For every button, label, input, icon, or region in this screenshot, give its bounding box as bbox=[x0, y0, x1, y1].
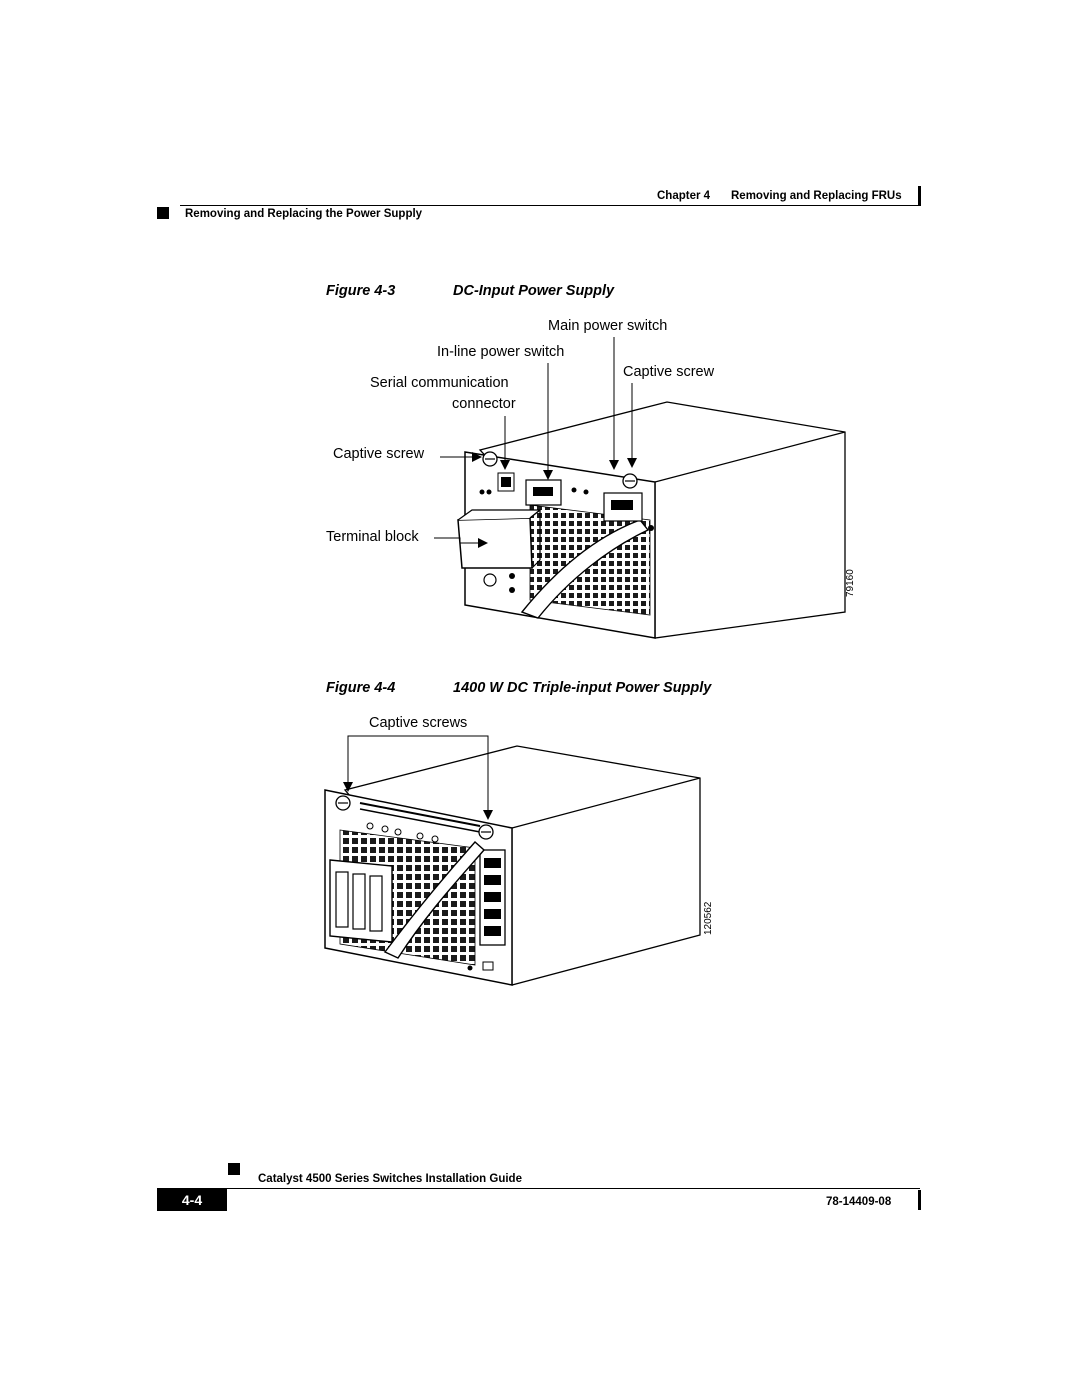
header-rule bbox=[180, 205, 920, 206]
callout-captive-screw-right: Captive screw bbox=[623, 364, 715, 380]
header-chapter-label: Chapter 4 bbox=[657, 190, 711, 202]
footer-rule bbox=[157, 1188, 920, 1189]
header-section-title: Removing and Replacing the Power Supply bbox=[185, 208, 423, 220]
header-right-bar bbox=[918, 186, 921, 206]
footer-top-marker bbox=[228, 1163, 240, 1175]
callout-main-power-switch: Main power switch bbox=[548, 318, 668, 334]
callout-serial-line1: Serial communication bbox=[370, 375, 509, 391]
callout-captive-screw-left: Captive screw bbox=[333, 446, 425, 462]
figure3-title: DC-Input Power Supply bbox=[453, 283, 615, 299]
footer-doc-number: 78-14409-08 bbox=[826, 1196, 892, 1208]
callout-serial-line2: connector bbox=[452, 396, 516, 412]
footer-page-number: 4-4 bbox=[157, 1189, 227, 1211]
figure4-id: 120562 bbox=[703, 901, 714, 935]
header-section-marker bbox=[157, 207, 169, 219]
footer-guide-title: Catalyst 4500 Series Switches Installati… bbox=[258, 1173, 522, 1185]
figure3-label: Figure 4-3 bbox=[326, 283, 396, 299]
callout-captive-screws: Captive screws bbox=[369, 715, 468, 731]
figure4-label: Figure 4-4 bbox=[326, 680, 396, 696]
callout-terminal-block: Terminal block bbox=[326, 529, 419, 545]
figure4-title: 1400 W DC Triple-input Power Supply bbox=[453, 680, 712, 696]
figure4-illustration bbox=[324, 735, 701, 986]
figure3-illustration bbox=[434, 337, 846, 639]
header-chapter-title: Removing and Replacing FRUs bbox=[731, 190, 902, 202]
footer-right-bar bbox=[918, 1190, 921, 1210]
callout-inline-power-switch: In-line power switch bbox=[437, 344, 565, 360]
